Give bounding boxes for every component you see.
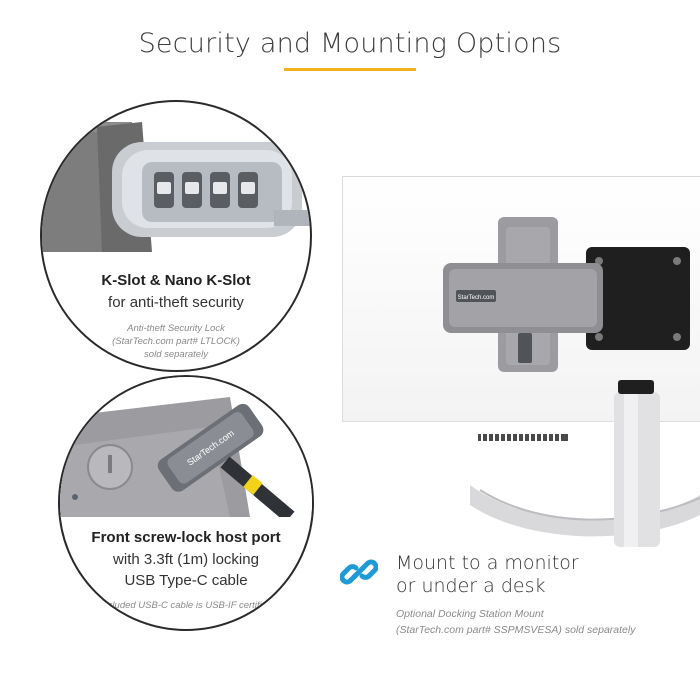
monitor-stand: [470, 380, 700, 547]
lock-note-line3: sold separately: [144, 349, 208, 360]
mount-note-line2: (StarTech.com part# SSPMSVESA) sold sepa…: [396, 624, 636, 636]
mount-feature-note: Optional Docking Station Mount (StarTech…: [396, 606, 635, 638]
port-illustration: StarTech.com: [60, 377, 312, 517]
lock-illustration: [42, 122, 310, 252]
dock-brand-label: StarTech.com: [458, 295, 495, 301]
mount-feature-text: Mount to a monitor or under a desk: [396, 552, 579, 598]
port-feature-subtitle-2: USB Type-C cable: [124, 572, 248, 589]
link-icon: [340, 559, 378, 585]
mount-line1: Mount to a monitor: [396, 552, 579, 574]
mount-note-line1: Optional Docking Station Mount: [396, 608, 544, 620]
page-title: Security and Mounting Options: [138, 28, 562, 59]
port-feature-note: Included USB-C cable is USB-IF certified: [99, 600, 273, 611]
monitor-vents: [478, 434, 568, 441]
lock-feature-subtitle: for anti-theft security: [108, 294, 244, 311]
lock-feature-circle: K-Slot & Nano K-Slot for anti-theft secu…: [40, 100, 312, 372]
lock-feature-title: K-Slot & Nano K-Slot: [101, 272, 251, 289]
mount-line2: or under a desk: [396, 575, 546, 597]
lock-note-line1: Anti-theft Security Lock: [127, 323, 225, 334]
port-feature-subtitle-1: with 3.3ft (1m) locking: [113, 551, 259, 568]
monitor-back-svg: StarTech.com: [443, 217, 690, 423]
port-feature-circle: StarTech.com Front screw-lock host port …: [58, 375, 314, 631]
title-underline: [284, 68, 416, 71]
port-feature-title: Front screw-lock host port: [91, 529, 281, 546]
lock-note-line2: (StarTech.com part# LTLOCK): [112, 336, 240, 347]
